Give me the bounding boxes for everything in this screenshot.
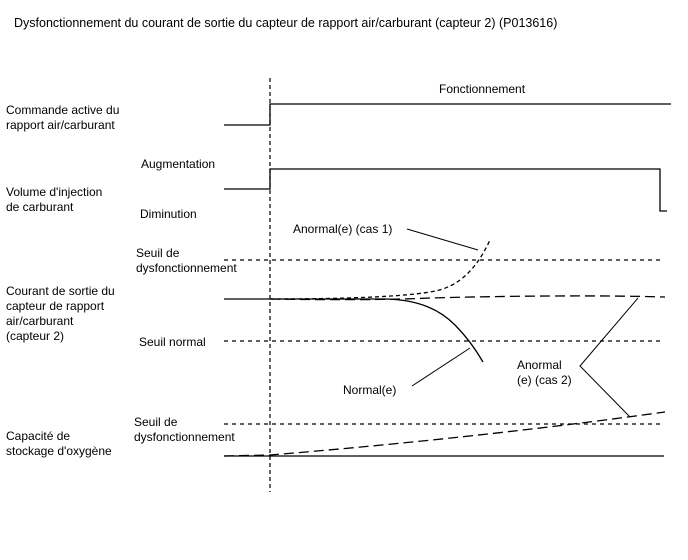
abnormal-case1-label: Anormal(e) (cas 1)	[293, 222, 393, 236]
row-label-active-command: Commande active du rapport air/carburant	[6, 103, 120, 132]
abnormal-case2-oxygen-curve	[223, 411, 666, 457]
row-label-injection-volume: Volume d'injection de carburant	[6, 185, 103, 214]
normal-leader	[411, 347, 471, 387]
decrease-label: Diminution	[140, 207, 197, 221]
normal-label: Normal(e)	[343, 383, 397, 397]
normal-current-curve	[224, 298, 484, 363]
row-label-output-current: Courant de sortie du capteur de rapport …	[6, 284, 115, 343]
increase-label: Augmentation	[141, 157, 216, 171]
abnormal-case2-leader	[579, 297, 639, 418]
injection-volume-waveform	[224, 168, 667, 212]
normal-threshold-label: Seuil normal	[139, 335, 206, 349]
abnormal-case1-curve	[269, 239, 491, 300]
abnormal-case1-leader	[406, 228, 479, 251]
malfunction-threshold-label-1: Seuil de dysfonctionnement	[136, 246, 237, 275]
abnormal-case2-label: Anormal (e) (cas 2)	[517, 358, 572, 387]
row-label-oxygen-storage: Capacité de stockage d'oxygène	[6, 429, 112, 458]
active-command-waveform	[224, 103, 671, 126]
diagram-title: Dysfonctionnement du courant de sortie d…	[14, 16, 558, 30]
operation-label: Fonctionnement	[439, 82, 526, 96]
abnormal-case2-current-curve	[269, 295, 666, 301]
malfunction-threshold-label-2: Seuil de dysfonctionnement	[134, 415, 235, 444]
